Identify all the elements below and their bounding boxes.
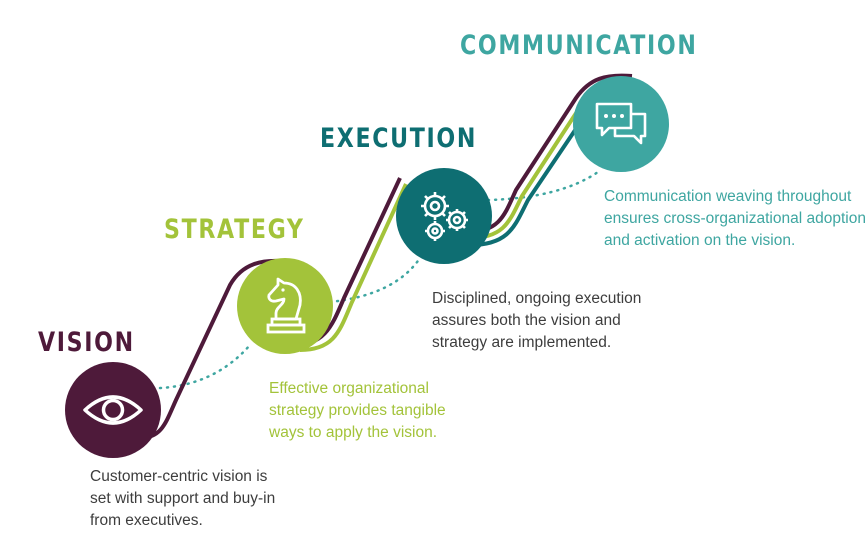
vision-description-line: Customer-centric vision is bbox=[90, 468, 268, 485]
strategy-circle bbox=[237, 258, 333, 354]
execution-description: Disciplined, ongoing execution assures b… bbox=[432, 288, 641, 354]
strategy-description: Effective organizational strategy provid… bbox=[269, 378, 446, 444]
dotted-connector-vision-strategy bbox=[158, 343, 252, 390]
execution-circle bbox=[396, 168, 492, 264]
strategy-description-line: strategy provides tangible bbox=[269, 402, 446, 419]
execution-description-line: Disciplined, ongoing execution bbox=[432, 290, 642, 307]
vision-description-line: from executives. bbox=[90, 512, 203, 529]
dotted-connector-execution-communication bbox=[486, 170, 600, 202]
vision-description-line: set with support and buy-in bbox=[90, 490, 276, 507]
vision-title: VISION bbox=[38, 327, 135, 358]
eye-icon bbox=[83, 395, 143, 425]
chat-bubbles-icon bbox=[595, 102, 647, 145]
communication-description: Communication weaving throughout ensures… bbox=[604, 186, 865, 252]
strategy-ribbon-lower bbox=[299, 183, 408, 352]
strategy-description-line: ways to apply the vision. bbox=[269, 424, 438, 441]
execution-description-line: assures both the vision and bbox=[432, 312, 621, 329]
vision-description: Customer-centric vision is set with supp… bbox=[90, 466, 275, 532]
execution-description-line: strategy are implemented. bbox=[432, 334, 612, 351]
communication-description-line: and activation on the vision. bbox=[604, 232, 796, 249]
communication-description-line: ensures cross-organizational adoption bbox=[604, 210, 865, 227]
chess-knight-icon bbox=[266, 277, 306, 334]
execution-title: EXECUTION bbox=[320, 123, 478, 154]
communication-description-line: Communication weaving throughout bbox=[604, 188, 852, 205]
strategy-title: STRATEGY bbox=[164, 214, 305, 245]
communication-circle bbox=[573, 76, 669, 172]
gears-icon bbox=[421, 192, 468, 241]
vision-circle bbox=[65, 362, 161, 458]
strategy-description-line: Effective organizational bbox=[269, 380, 429, 397]
communication-title: COMMUNICATION bbox=[460, 30, 698, 61]
